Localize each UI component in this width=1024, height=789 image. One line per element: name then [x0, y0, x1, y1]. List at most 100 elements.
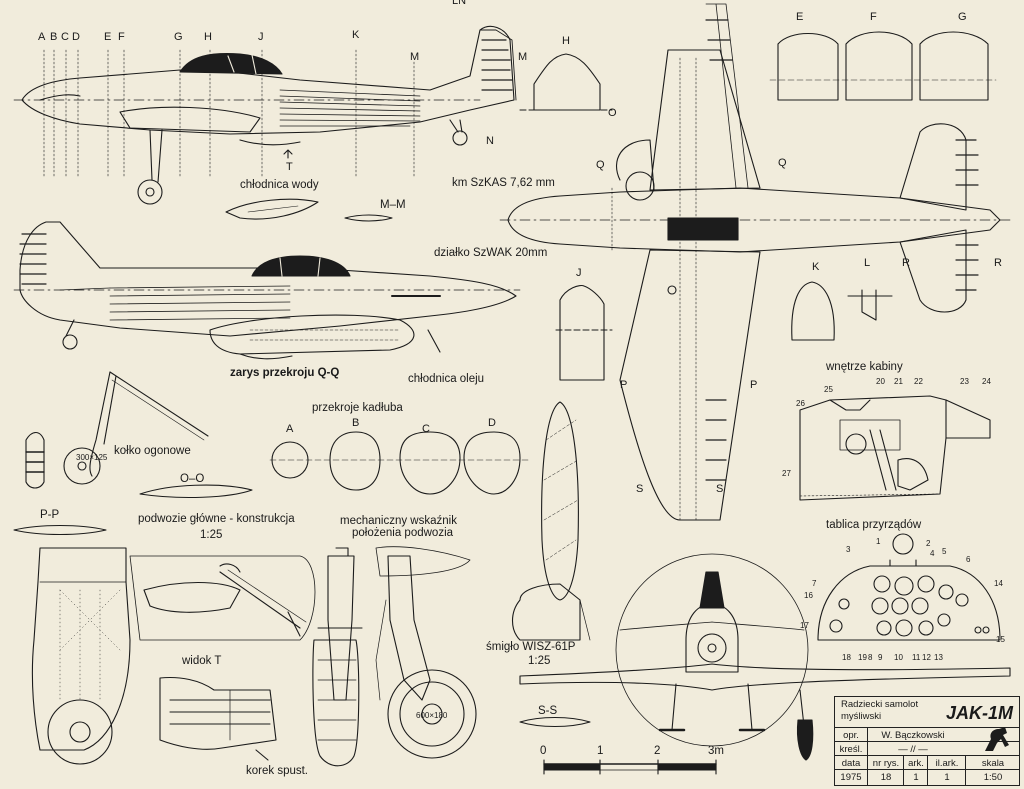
- label-water-radiator: chłodnica wody: [240, 179, 319, 191]
- top-view-letter: Q: [596, 159, 605, 171]
- title-block: Radziecki samolot myśliwski JAK-1M opr. …: [834, 696, 1020, 786]
- side-view-bottom: [13, 221, 521, 360]
- main-gear-side-view: [375, 546, 477, 759]
- top-view-letter: S: [716, 483, 724, 495]
- label-main-gear-scale: 1:25: [200, 529, 223, 541]
- title-row-author: opr. W. Bączkowski: [835, 727, 1019, 742]
- label-oil-radiator: chłodnica oleju: [408, 373, 485, 385]
- station-letter: N: [486, 135, 494, 147]
- label-machine-gun: km SzKAS 7,62 mm: [452, 177, 555, 189]
- top-view-letter: S: [636, 483, 644, 495]
- label-mm-section: M–M: [380, 199, 406, 211]
- data-value: 1975: [840, 772, 862, 783]
- scale-bar-drawing: [543, 759, 717, 775]
- label-cannon: działko SzWAK 20mm: [434, 247, 548, 259]
- label-propeller: śmigło WISZ-61P: [486, 641, 576, 653]
- station-letter: M: [410, 51, 420, 63]
- cockpit-callout: 23: [960, 377, 969, 386]
- section-letter: B: [352, 417, 360, 429]
- panel-callout: 7: [812, 579, 817, 588]
- main-gear-left-view: [31, 547, 316, 765]
- ark-label: ark.: [903, 756, 928, 770]
- label-drain-plug: korek spust.: [246, 765, 308, 777]
- fuselage-sections-abcd: [269, 431, 529, 495]
- label-fuselage-sections: przekroje kadłuba: [312, 402, 403, 414]
- top-view-letter: R: [902, 257, 910, 269]
- panel-callout: 12: [922, 653, 931, 662]
- label-gear-indicator-2: położenia podwozia: [352, 527, 454, 539]
- scale-tick-label: 0: [540, 745, 547, 757]
- station-letter: C: [61, 31, 69, 43]
- label-instrument-panel: tablica przyrządów: [826, 519, 922, 531]
- label-main-gear: podwozie główne - konstrukcja: [138, 513, 295, 525]
- propeller-drawing: [511, 401, 591, 641]
- section-letter: A: [286, 423, 294, 435]
- main-wheel-marking: 600×180: [416, 711, 448, 720]
- top-view-letter: J: [576, 267, 582, 279]
- section-letter: D: [488, 417, 496, 429]
- title-name-line2: myśliwski: [841, 711, 882, 722]
- title-row-drafter: kreśl. — // —: [835, 741, 1019, 756]
- il-ark-value: 1: [927, 770, 966, 785]
- cockpit-callout: 24: [982, 377, 991, 386]
- title-row-values: 1975 18 1 1 1:50: [835, 769, 1019, 785]
- panel-callout: 6: [966, 555, 971, 564]
- cockpit-callout: 25: [824, 385, 833, 394]
- nr-value: 18: [867, 770, 904, 785]
- label-oo-section: O–O: [180, 473, 205, 485]
- top-view-letter: M: [518, 51, 528, 63]
- cockpit-callout: 21: [894, 377, 903, 386]
- cockpit-callout: 20: [876, 377, 885, 386]
- top-view-letter: E: [796, 11, 804, 23]
- top-view-letter: G: [958, 11, 967, 23]
- panel-callout: 9: [878, 653, 883, 662]
- radiator-section-shape: [225, 198, 319, 220]
- top-view-letter: H: [562, 35, 570, 47]
- skala-value: 1:50: [965, 770, 1020, 785]
- side-view-top: [13, 25, 517, 205]
- panel-callout: 2: [926, 539, 931, 548]
- label-view-t: widok T: [182, 655, 222, 667]
- data-label: data: [841, 757, 861, 769]
- title-row-headers: data nr rys. ark. il.ark. skala: [835, 755, 1019, 770]
- fuselage-sections-middle: [555, 281, 893, 381]
- panel-callout: 4: [930, 549, 935, 558]
- mm-section-shape: [344, 214, 393, 222]
- scale-tick-label: 1: [597, 745, 604, 757]
- front-view: [519, 553, 1011, 761]
- station-letter: LN: [452, 0, 467, 7]
- station-letter: G: [174, 31, 183, 43]
- top-view-letter: P: [750, 379, 758, 391]
- label-pp-section: P-P: [40, 509, 60, 521]
- top-view: [499, 3, 1011, 521]
- label-qq-outline: zarys przekroju Q-Q: [230, 367, 340, 379]
- top-view-letter: P: [620, 379, 628, 391]
- top-view-letter: L: [864, 257, 871, 269]
- opr-value: W. Bączkowski: [867, 728, 958, 742]
- view-t-drawing: [159, 676, 277, 761]
- panel-callout: 10: [894, 653, 903, 662]
- title-name-line1: Radziecki samolot: [841, 699, 919, 710]
- cockpit-callout: 26: [796, 399, 805, 408]
- top-view-letter: Q: [778, 157, 787, 169]
- ark-value: 1: [903, 770, 928, 785]
- nr-label: nr rys.: [867, 756, 904, 770]
- panel-callout: 3: [846, 545, 851, 554]
- instrument-panel-drawing: [817, 533, 1001, 641]
- kresl-value: — // —: [867, 742, 958, 756]
- main-gear-front-view: [312, 547, 363, 767]
- top-view-letter: R: [994, 257, 1002, 269]
- tail-wheel-marking: 300×125: [76, 453, 108, 462]
- station-letter: T: [286, 161, 293, 173]
- panel-callout: 18: [842, 653, 851, 662]
- station-letter: F: [118, 31, 125, 43]
- ss-section-shape: [519, 717, 591, 727]
- pp-section-shape: [13, 524, 107, 536]
- label-tail-wheel: kołko ogonowe: [114, 445, 191, 457]
- label-gear-indicator-1: mechaniczny wskaźnik: [340, 515, 457, 527]
- opr-label: opr.: [843, 729, 859, 741]
- tail-wheel-assembly: [25, 371, 209, 489]
- panel-callout: 1: [876, 537, 881, 546]
